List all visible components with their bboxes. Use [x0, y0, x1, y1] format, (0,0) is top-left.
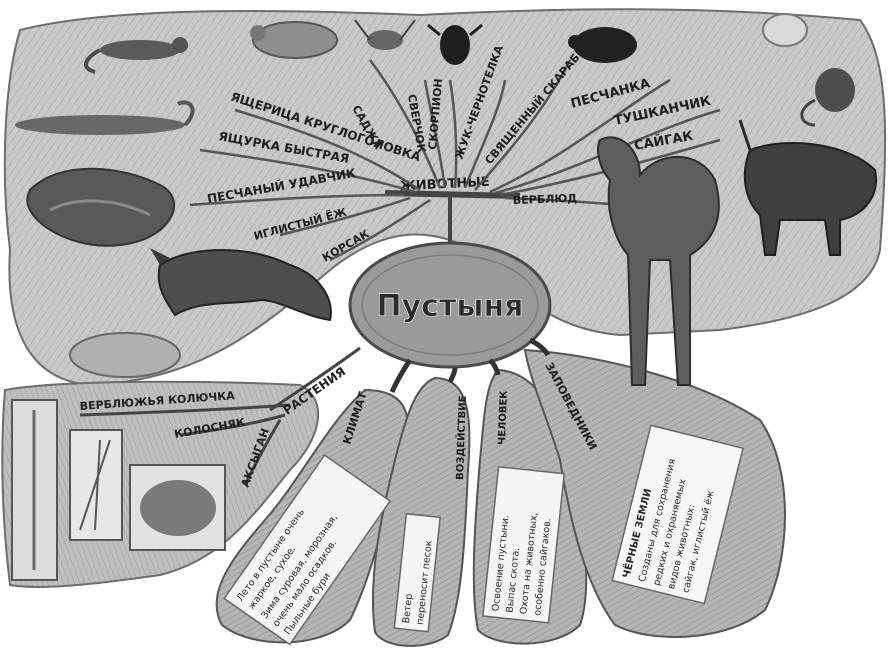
center-title: Пустыня — [377, 289, 524, 324]
sandgrouse-icon — [250, 22, 337, 58]
gerbil-icon — [763, 14, 807, 46]
petal-header-human: ЧЕЛОВЕК — [497, 390, 510, 446]
hedgehog-icon — [70, 333, 180, 377]
animal-label-camel: ВЕРБЛЮД — [513, 192, 578, 207]
